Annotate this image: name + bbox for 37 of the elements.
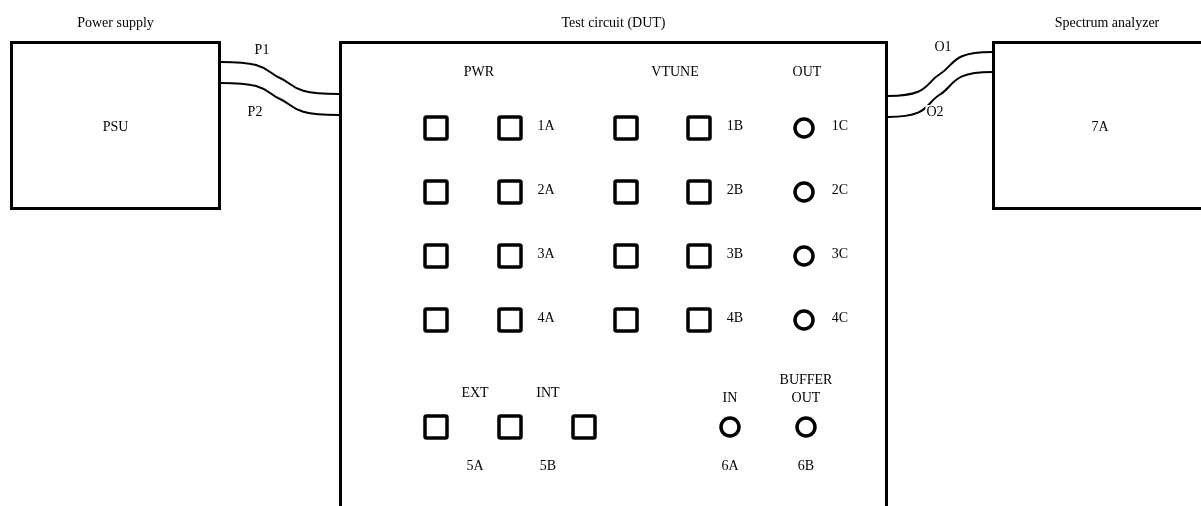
pin-label: 2A [537,183,555,197]
pin-label: EXT [461,386,489,400]
pin-label: 3B [726,247,744,261]
pin-label: OUT [791,391,821,405]
box-label: 7A [1091,118,1109,136]
cable-line [887,51,993,97]
pin-label: 1C [831,119,849,133]
pin-label: 2C [831,183,849,197]
pin-label: 2B [726,183,744,197]
pin-label: PWR [463,65,495,79]
cable-line [220,61,340,95]
pin-label: OUT [792,65,822,79]
pin-label: 5A [466,459,484,473]
edge-label: P1 [253,43,271,57]
cable-line [887,71,993,118]
pin-label: VTUNE [651,65,699,79]
pin-label: 4C [831,311,849,325]
pin-label: INT [536,386,560,400]
pin-label: 3A [537,247,555,261]
box-heading: Power supply [77,14,154,32]
cable-line [220,82,340,116]
pin-label: 3C [831,247,849,261]
pin-label: 1A [537,119,555,133]
edge-label: O1 [933,40,953,54]
edge-label: P2 [246,105,264,119]
box-label: PSU [102,118,129,136]
pin-label: 1B [726,119,744,133]
box-heading: Spectrum analyzer [1054,14,1160,32]
pin-label: 4A [537,311,555,325]
pin-label: 6A [721,459,739,473]
pin-label: 6B [797,459,815,473]
edge-label: O2 [925,105,945,119]
box-heading: Test circuit (DUT) [561,14,666,32]
pin-label: IN [722,391,738,405]
pin-label: 4B [726,311,744,325]
pin-label: 5B [539,459,557,473]
pin-label: BUFFER [779,373,833,387]
